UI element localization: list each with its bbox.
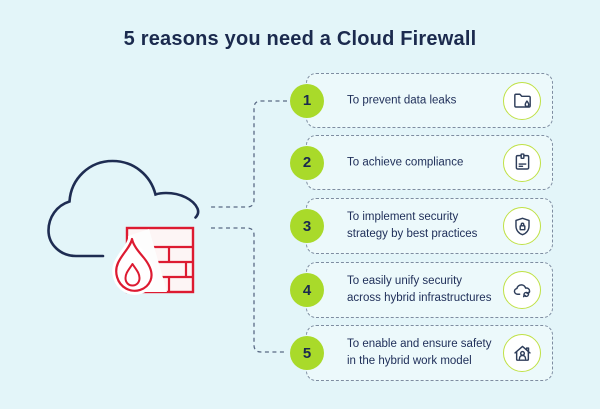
reason-text: To easily unify security across hybrid i… xyxy=(347,274,492,304)
reason-text: To achieve compliance xyxy=(347,155,464,168)
reason-card-4: 4 To easily unify security across hybrid… xyxy=(290,262,553,318)
flame-icon xyxy=(112,235,156,295)
reason-icon-circle xyxy=(503,334,541,372)
cloud-firewall-illustration xyxy=(47,159,200,295)
page-title: 5 reasons you need a Cloud Firewall xyxy=(123,28,477,50)
folder-data-leak-icon xyxy=(513,93,531,108)
reason-number-badge: 2 xyxy=(290,145,324,180)
connector-lines xyxy=(211,100,287,353)
reason-icon-circle xyxy=(503,207,541,245)
reason-icon-circle xyxy=(503,143,541,182)
reason-number-badge: 1 xyxy=(290,83,324,118)
cloud-sync-icon xyxy=(513,283,530,298)
reason-card-5: 5 To enable and ensure safety in the hyb… xyxy=(290,325,553,381)
reason-icon-circle xyxy=(503,271,541,309)
reason-text: To implement security strategy by best p… xyxy=(347,210,478,240)
secure-home-icon xyxy=(513,345,531,361)
reason-icon-circle xyxy=(503,81,541,120)
reason-number-badge: 5 xyxy=(290,336,324,370)
reason-card-1: 1 To prevent data leaks xyxy=(290,73,553,128)
cloud-outline-icon xyxy=(47,159,200,258)
reason-card-3: 3 To implement security strategy by best… xyxy=(290,198,553,254)
reason-text: To enable and ensure safety in the hybri… xyxy=(347,337,492,367)
shield-lock-icon xyxy=(514,217,530,235)
reason-number-badge: 3 xyxy=(290,209,324,243)
reason-number-badge: 4 xyxy=(290,273,324,307)
reason-text: To prevent data leaks xyxy=(347,93,457,106)
compliance-clipboard-icon xyxy=(515,153,529,170)
reason-card-2: 2 To achieve compliance xyxy=(290,135,553,190)
